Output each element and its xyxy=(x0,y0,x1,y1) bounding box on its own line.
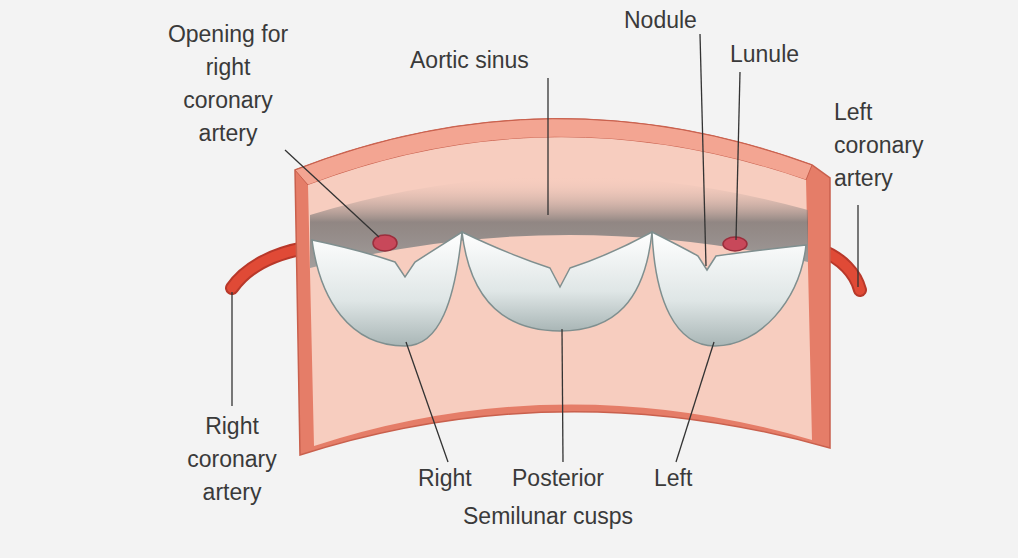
part-label: Left coronary artery xyxy=(834,96,944,195)
part-label: Right coronary artery xyxy=(170,410,294,509)
group-label: Semilunar cusps xyxy=(463,500,633,533)
cusp-label: Right xyxy=(418,462,472,495)
part-label: Aortic sinus xyxy=(410,44,529,77)
part-label: Nodule xyxy=(624,4,697,37)
cusp-label: Left xyxy=(654,462,692,495)
part-label: Opening for right coronary artery xyxy=(163,18,293,150)
part-label: Lunule xyxy=(730,38,799,71)
cusp-label: Posterior xyxy=(512,462,604,495)
